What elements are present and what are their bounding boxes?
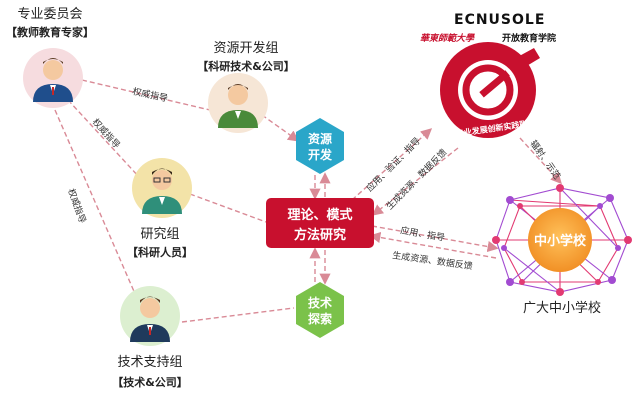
schools-circle: 中小学校 bbox=[528, 208, 592, 272]
edge-ecnu-schools bbox=[519, 137, 562, 185]
edge-label-authority-2: 权威指导 bbox=[90, 116, 123, 151]
hex-tech-line1: 技术 bbox=[308, 295, 332, 310]
hex-tech-line2: 探索 bbox=[308, 311, 332, 326]
center-line2: 方法研究 bbox=[294, 227, 346, 243]
edge-ecnu-center bbox=[371, 147, 459, 216]
tech-subtitle: 【技术&公司】 bbox=[112, 375, 188, 389]
schools-circle-label: 中小学校 bbox=[534, 233, 587, 249]
node-resource-group: 资源开发组 【科研技术&公司】 bbox=[197, 40, 295, 133]
ecnu-sub: 开放教育学院 bbox=[502, 32, 556, 44]
edge-tech-hex bbox=[181, 307, 295, 323]
connector-lines bbox=[54, 79, 562, 323]
schools-network-nodes bbox=[492, 184, 632, 296]
hex-tech-exploration: 技术 探索 bbox=[296, 282, 344, 338]
schools-caption: 广大中小学校 bbox=[523, 300, 601, 316]
ecnu-title: ECNUSOLE bbox=[454, 12, 545, 28]
ecnu-logo: ECNUSOLE 華東師範大學 开放教育学院 教师专业发展创新实践联盟 bbox=[420, 12, 556, 141]
node-tech-support-group: 技术支持组 【技术&公司】 bbox=[112, 286, 188, 389]
committee-title: 专业委员会 bbox=[17, 7, 82, 22]
edge-label-apply-guide: 应用、指导 bbox=[399, 224, 445, 244]
edge-resource-hex bbox=[261, 114, 300, 142]
edge-label-authority-1: 权威指导 bbox=[131, 85, 169, 104]
edge-committee-research bbox=[67, 99, 141, 179]
tech-title: 技术支持组 bbox=[117, 355, 182, 370]
research-title: 研究组 bbox=[140, 227, 179, 242]
edge-research-center bbox=[189, 193, 267, 223]
node-research-group: 研究组 【科研人员】 bbox=[127, 158, 193, 259]
resource-title: 资源开发组 bbox=[213, 40, 278, 56]
resource-subtitle: 【科研技术&公司】 bbox=[197, 59, 295, 73]
committee-subtitle: 【教师教育专家】 bbox=[6, 25, 94, 39]
hex-resource-development: 资源 开发 bbox=[296, 118, 344, 174]
node-committee: 专业委员会 【教师教育专家】 bbox=[6, 7, 94, 108]
edge-center-ecnu bbox=[351, 128, 433, 201]
hex-resource-line2: 开发 bbox=[308, 147, 333, 162]
edge-committee-resource bbox=[81, 79, 211, 111]
center-theory-box: 理论、模式 方法研究 bbox=[266, 198, 374, 248]
avatar-face bbox=[43, 60, 63, 80]
edge-label-radiate-demo: 辐射、示范 bbox=[528, 138, 564, 182]
edge-schools-center bbox=[369, 231, 497, 259]
edge-label-gen-feedback-1: 生成资源、数据反馈 bbox=[384, 146, 450, 212]
ecnu-sub-script: 華東師範大學 bbox=[420, 33, 475, 44]
edge-label-gen-feedback-2: 生成资源、数据反馈 bbox=[392, 249, 474, 272]
edge-label-authority-3: 权威指导 bbox=[65, 187, 89, 225]
hex-resource-line1: 资源 bbox=[308, 131, 332, 146]
edge-committee-tech bbox=[54, 109, 137, 297]
edge-center-schools bbox=[371, 225, 499, 253]
research-subtitle: 【科研人员】 bbox=[127, 245, 193, 259]
center-line1: 理论、模式 bbox=[287, 207, 352, 223]
